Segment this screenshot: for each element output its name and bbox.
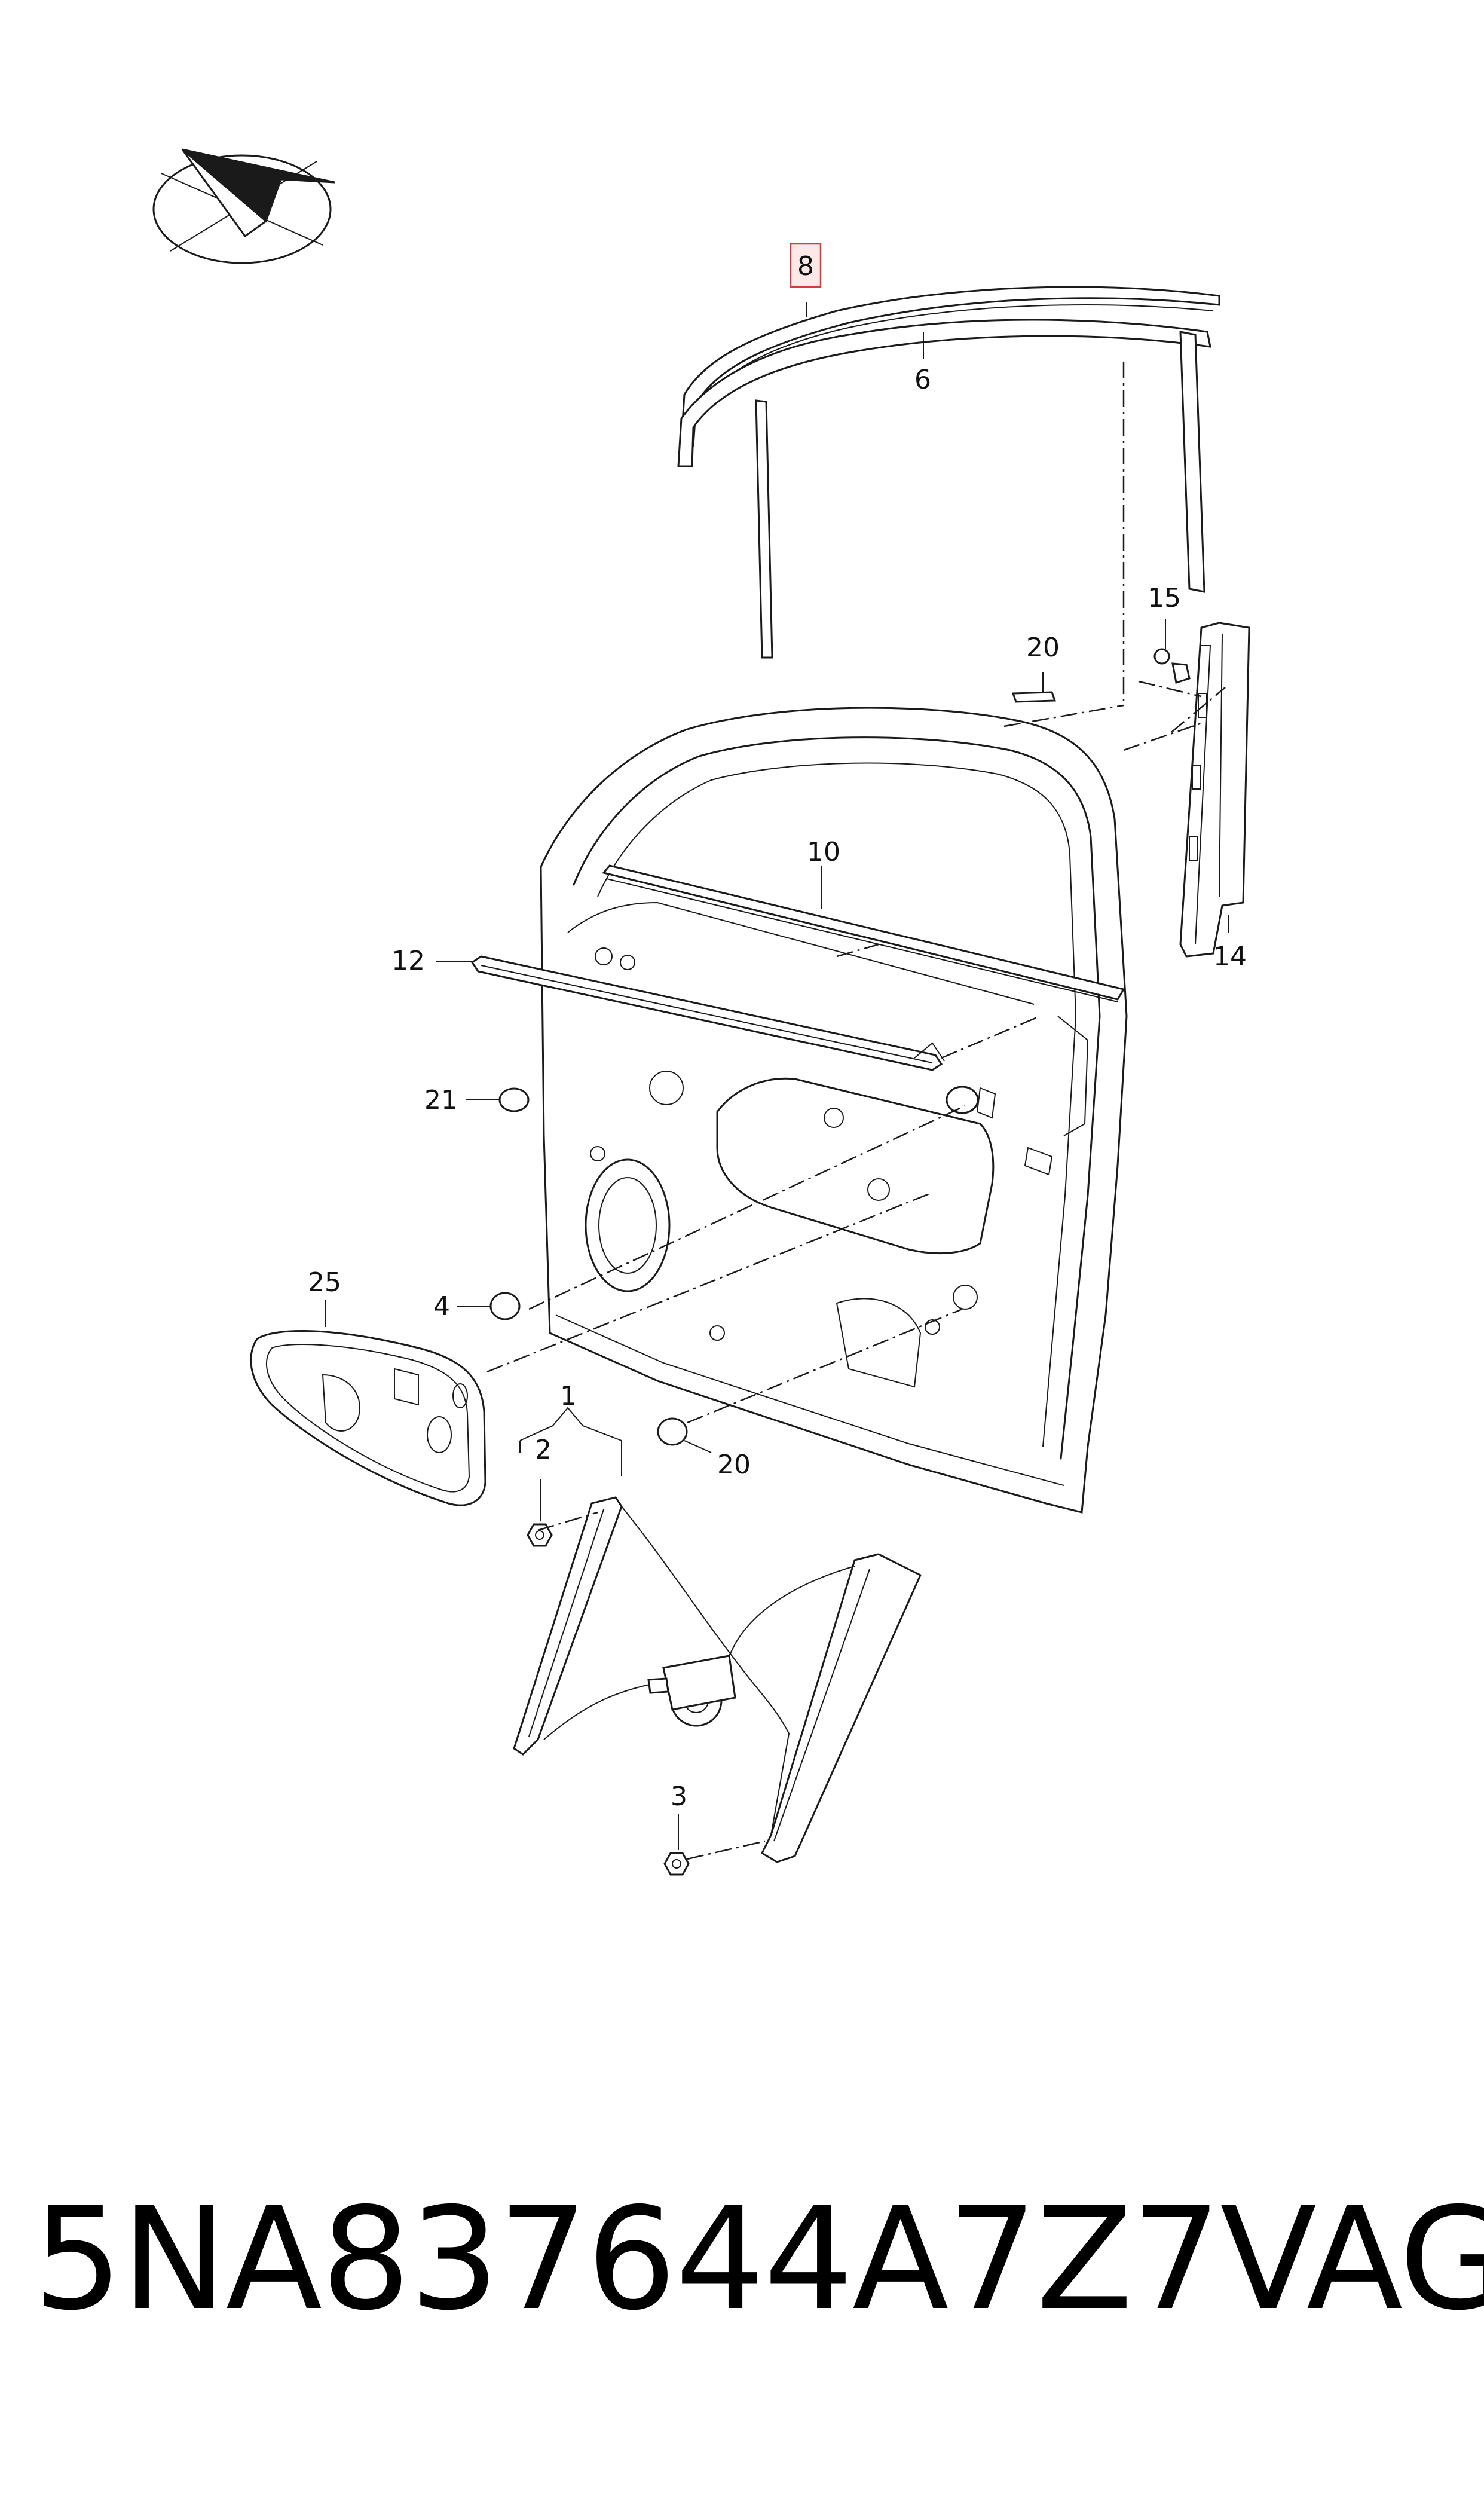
- callout-10: 10: [807, 837, 840, 867]
- callout-20-lower: 20: [717, 1450, 751, 1480]
- brand-name: VAG: [1220, 2177, 1484, 2341]
- nut-2: [527, 1523, 553, 1547]
- guide-rail: [1179, 622, 1250, 958]
- plug-20: [657, 1417, 688, 1446]
- orientation-compass-icon: [152, 148, 335, 264]
- clip-part: [1153, 648, 1191, 684]
- callout-leaders: [325, 302, 1229, 1850]
- callout-21: 21: [424, 1085, 458, 1115]
- window-regulator: [513, 1496, 922, 1863]
- callout-8: 8: [797, 251, 814, 282]
- door-parts-diagram: 8 6 15 20 10 12 14 21 4 25 1 20 2 3: [152, 148, 1250, 1876]
- nut-3: [663, 1852, 690, 1876]
- part-number: 5NA837644A7Z7: [33, 2177, 1221, 2341]
- callout-25: 25: [308, 1267, 341, 1298]
- inner-window-strip: [470, 955, 945, 1071]
- cover-panel: [250, 1330, 486, 1506]
- callout-3: 3: [671, 1781, 687, 1812]
- outer-window-strip: [602, 864, 1125, 1002]
- door-shell: [540, 707, 1128, 1514]
- assembly-lines: [486, 362, 1226, 1860]
- callout-2: 2: [535, 1435, 552, 1465]
- callout-12: 12: [391, 946, 425, 976]
- callout-6: 6: [914, 365, 931, 395]
- plug-4: [489, 1292, 521, 1320]
- pad-upper: [1011, 691, 1057, 703]
- callout-20-upper: 20: [1026, 632, 1060, 663]
- callout-14: 14: [1213, 941, 1247, 972]
- callout-8-highlight: [790, 243, 822, 288]
- footer: 5NA837644A7Z7 VAG: [33, 2176, 1484, 2343]
- callout-4: 4: [433, 1291, 450, 1322]
- plug-21: [498, 1087, 530, 1112]
- callout-1: 1: [560, 1381, 577, 1411]
- callout-15: 15: [1148, 583, 1181, 613]
- window-frame-seal: [677, 286, 1220, 659]
